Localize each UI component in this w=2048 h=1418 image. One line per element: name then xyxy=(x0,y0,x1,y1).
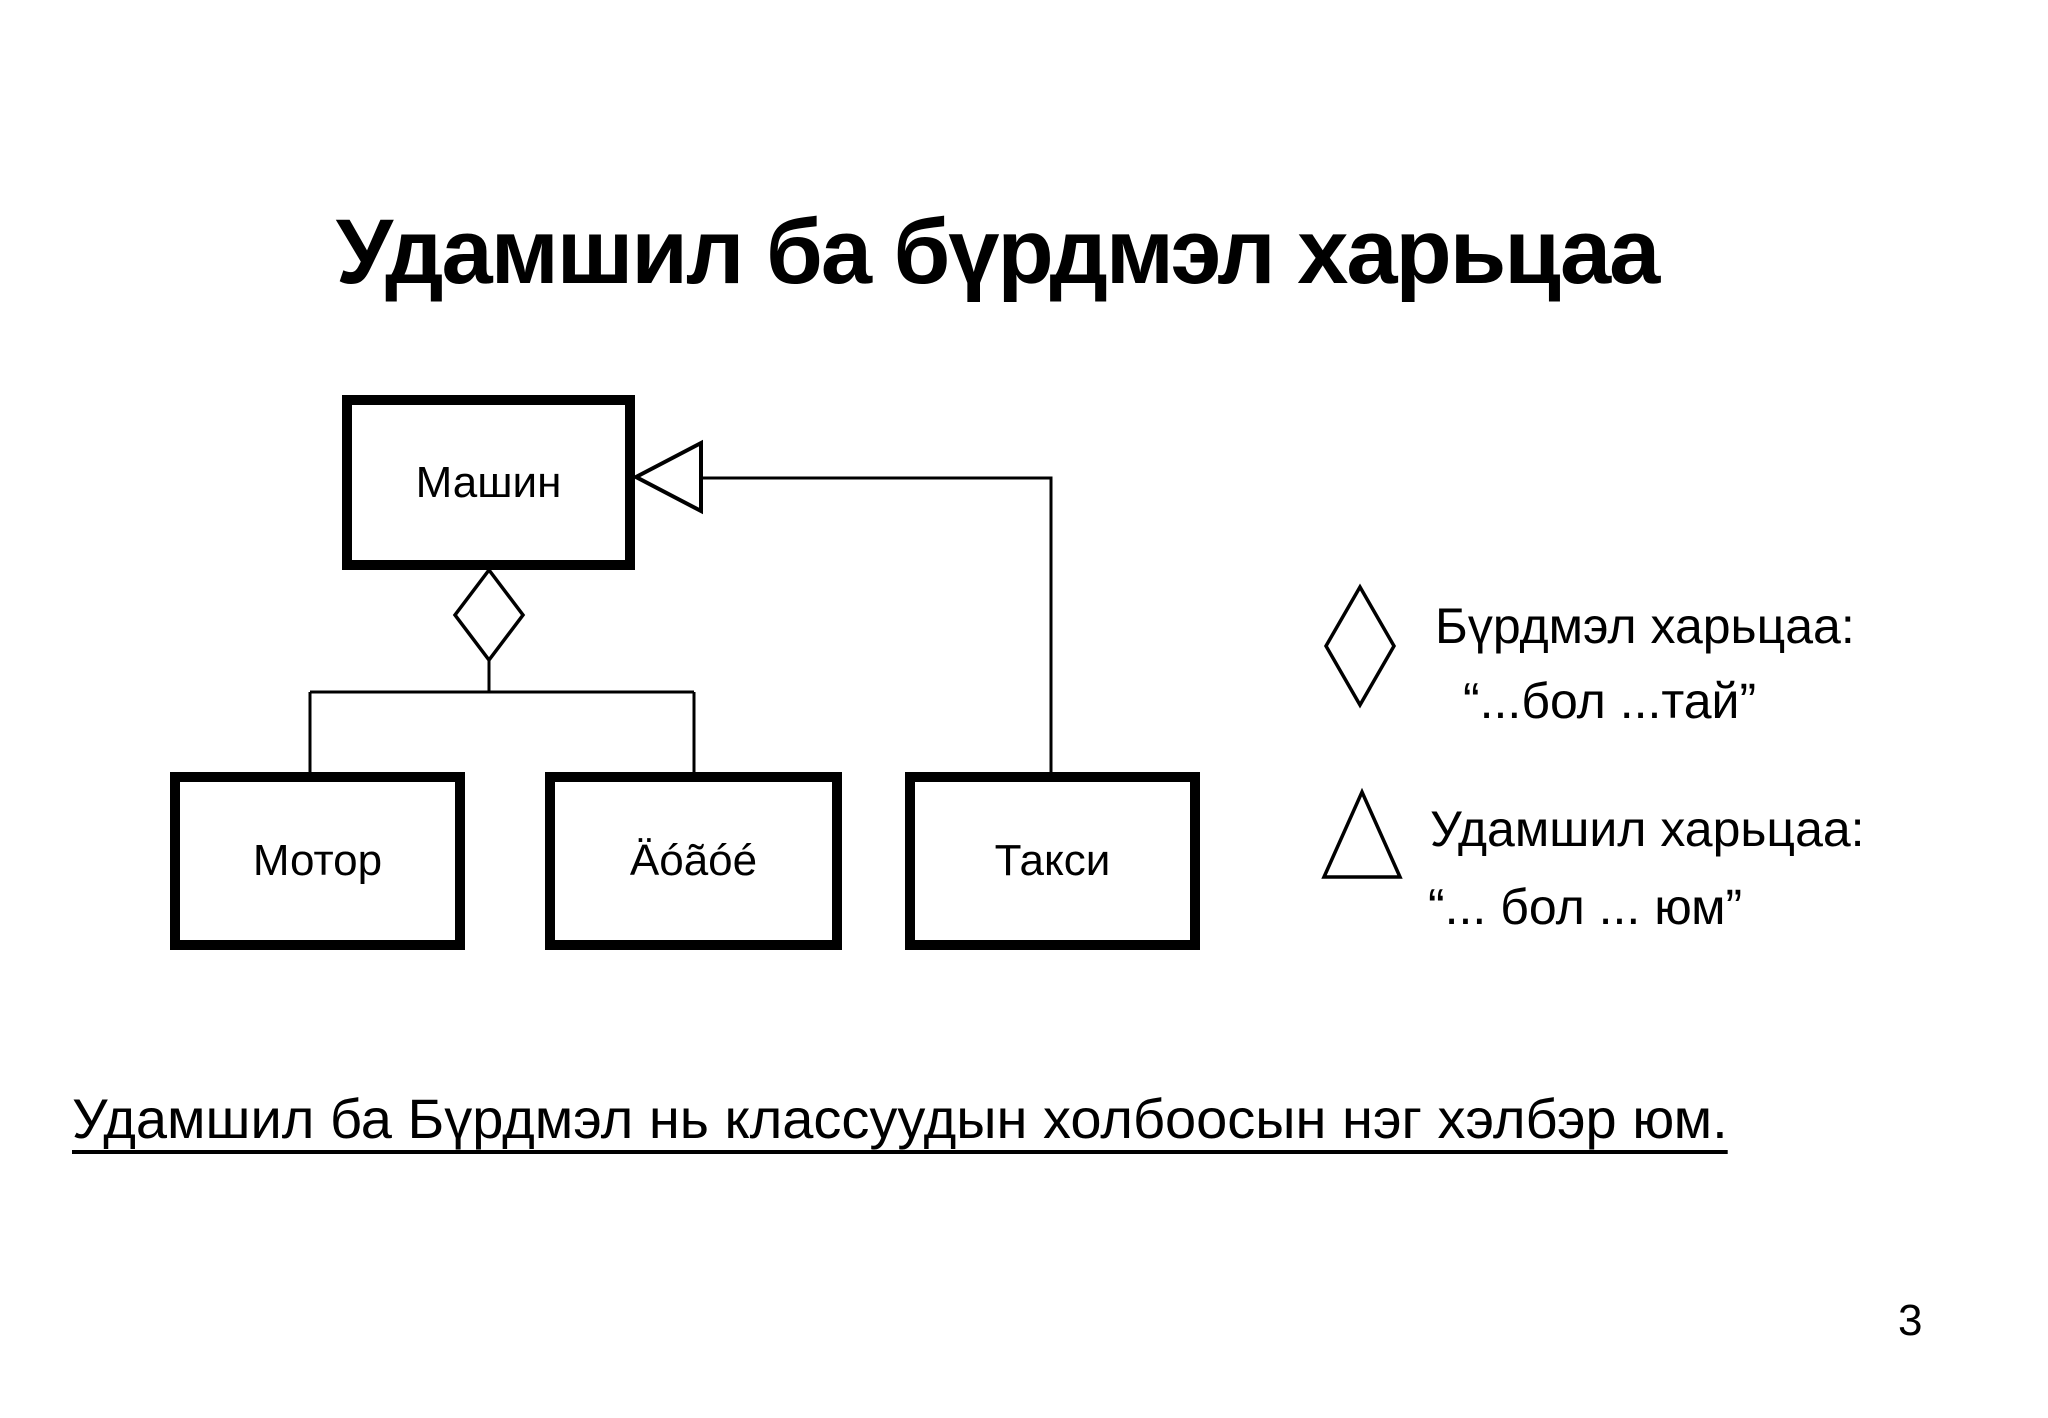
legend-composition-meaning: “...бол ...тай” xyxy=(1463,673,1757,729)
class-box-wheel: Äóãóé xyxy=(545,772,842,950)
class-box-motor: Мотор xyxy=(170,772,465,950)
class-box-taxi: Такси xyxy=(905,772,1200,950)
inheritance-line xyxy=(700,476,1053,772)
class-label-taxi: Такси xyxy=(994,836,1111,885)
composition-diamond-icon xyxy=(1323,583,1397,709)
slide-title: Удамшил ба бүрдмэл харьцаа xyxy=(335,201,1661,303)
class-box-machine: Машин xyxy=(342,395,635,570)
class-label-wheel: Äóãóé xyxy=(629,836,758,885)
composition-connector xyxy=(308,567,696,772)
inheritance-connector xyxy=(631,439,1053,772)
legend-composition-label: Бүрдмэл харьцаа: xyxy=(1435,598,1855,654)
composition-diamond-symbol-icon xyxy=(452,567,526,663)
page-number: 3 xyxy=(1898,1296,1923,1345)
footer-note: Удамшил ба Бүрдмэл нь классуудын холбоос… xyxy=(72,1087,1728,1150)
class-label-machine: Машин xyxy=(415,457,562,507)
class-label-motor: Мотор xyxy=(252,836,383,885)
inheritance-triangle-icon xyxy=(1321,787,1403,879)
legend-inheritance-label: Удамшил харьцаа: xyxy=(1430,801,1865,857)
inheritance-triangle-arrowhead-icon xyxy=(631,439,703,515)
legend-inheritance-meaning: “... бол ... юм” xyxy=(1428,879,1743,935)
